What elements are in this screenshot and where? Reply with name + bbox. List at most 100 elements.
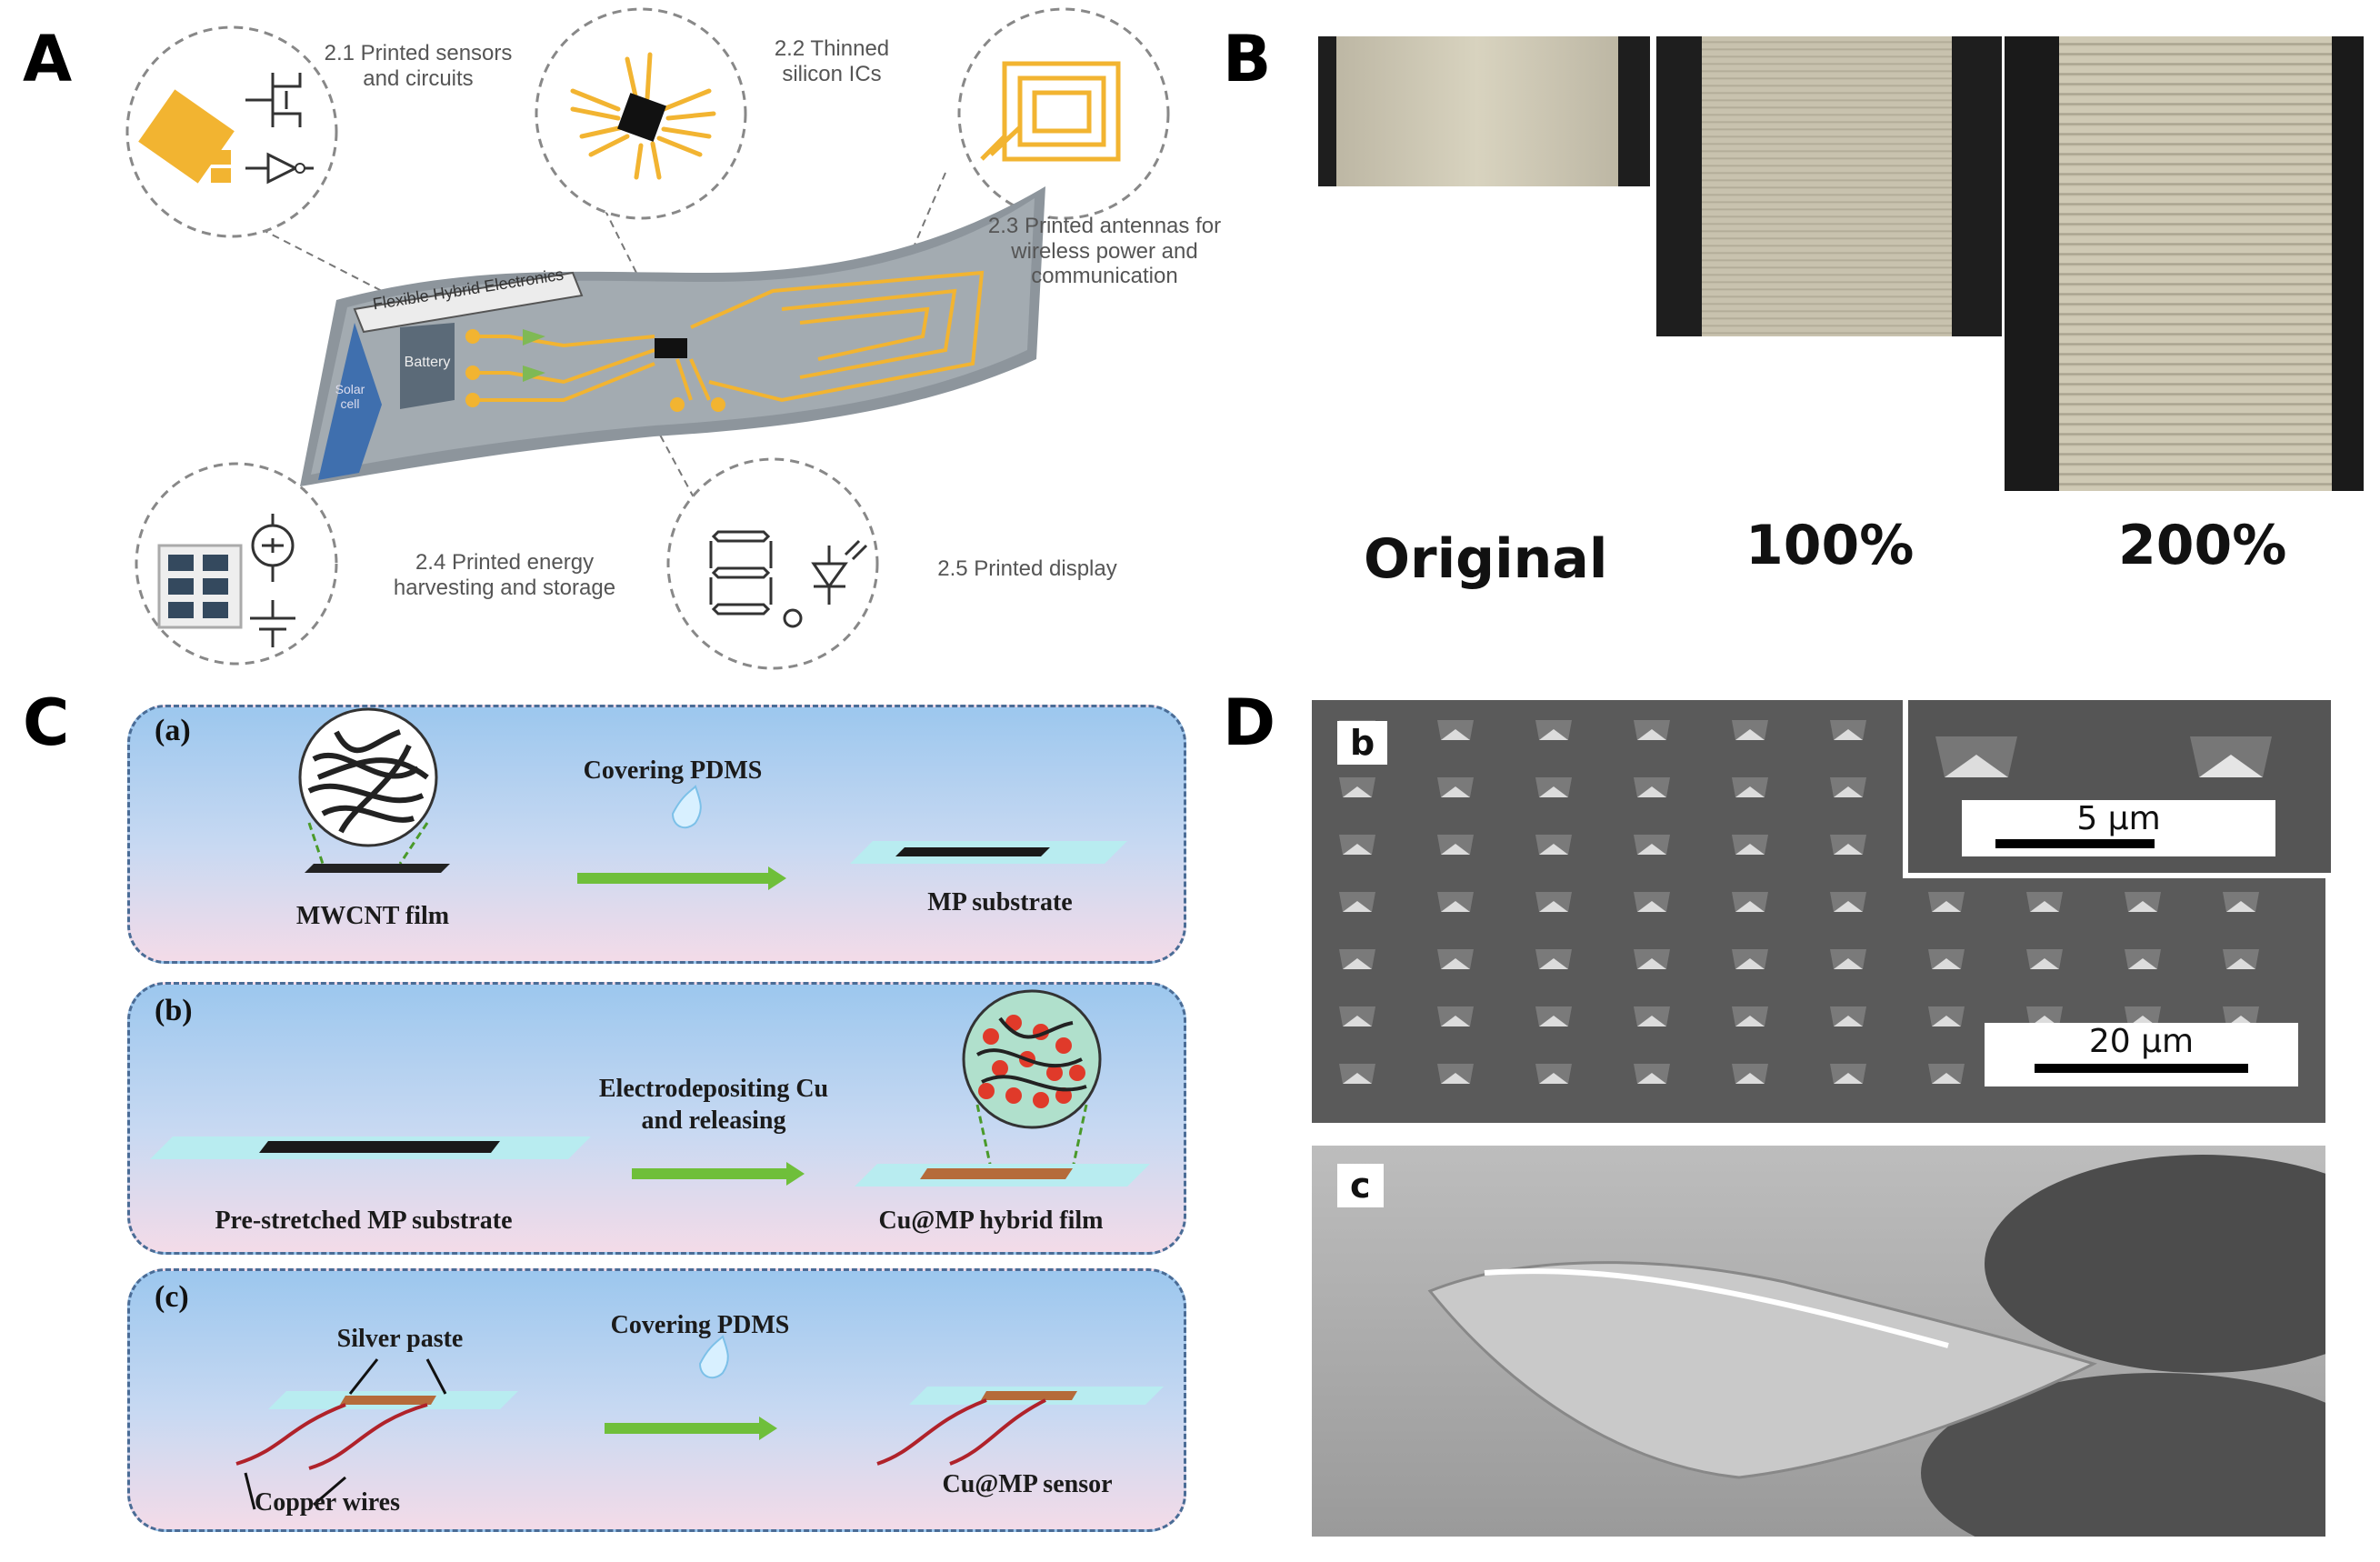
micropyramid-face — [1343, 1016, 1372, 1026]
micropyramid-face — [1637, 1016, 1666, 1026]
photo-flexible-film — [1312, 1146, 2325, 1537]
film-in-fingers — [1427, 1155, 2325, 1537]
step-c-action: Covering PDMS — [610, 1311, 790, 1339]
micropyramid-face — [1637, 844, 1666, 855]
micropyramid-face — [1441, 1073, 1470, 1084]
micropyramid-face — [1539, 901, 1568, 912]
caption-2-2: 2.2 Thinned silicon ICs — [774, 36, 890, 86]
micropyramid-face — [2030, 958, 2059, 969]
micropyramid-face — [1834, 958, 1863, 969]
caption-2-3: 2.3 Printed antennas for wireless power … — [987, 214, 1222, 289]
micropyramid-face — [1735, 844, 1765, 855]
micropyramid-face — [1441, 958, 1470, 969]
step-b-tag: (b) — [155, 994, 193, 1027]
micropyramid-face — [1637, 729, 1666, 740]
fhe-schematic — [125, 7, 1170, 670]
micropyramid-face — [1735, 786, 1765, 797]
inset-pyramids — [1935, 736, 2272, 777]
micropyramid-face — [2030, 901, 2059, 912]
micropyramid-face — [1343, 958, 1372, 969]
main-scalebar — [2035, 1064, 2248, 1073]
seven-segment-icon — [709, 530, 868, 628]
micropyramid-face — [1834, 901, 1863, 912]
panel-label-b: B — [1223, 22, 1272, 96]
micropyramid-face — [1735, 729, 1765, 740]
micropyramid-face — [1834, 1073, 1863, 1084]
panel-b: Original 100% 200% — [1318, 36, 2364, 664]
micropyramid-face — [1343, 901, 1372, 912]
solar-battery-icon — [157, 514, 295, 647]
caption-2-4: 2.4 Printed energy harvesting and storag… — [393, 550, 616, 600]
label-original: Original — [1364, 527, 1608, 591]
micropyramid-face — [1539, 844, 1568, 855]
micropyramid-face — [1539, 1016, 1568, 1026]
micropyramid-face — [1441, 729, 1470, 740]
main-scale-label: 20 μm — [2088, 1023, 2195, 1060]
micropyramid-face — [1441, 1016, 1470, 1026]
micropyramid-face — [1834, 1016, 1863, 1026]
micropyramid-face — [2128, 958, 2157, 969]
step-a-right: MP substrate — [927, 888, 1073, 916]
panel-d: 5 μm 20 μm b c — [1312, 700, 2371, 1537]
step-a-action: Covering PDMS — [583, 756, 763, 785]
main-scalebar-box: 20 μm — [1985, 1023, 2298, 1086]
flexible-board — [300, 186, 1045, 486]
step-c-tag: (c) — [155, 1280, 189, 1314]
micropyramid-face — [1735, 958, 1765, 969]
micropyramid-face — [1539, 958, 1568, 969]
micropyramid-face — [1539, 786, 1568, 797]
panel-label-c: C — [23, 686, 70, 760]
step-a-diagram — [298, 707, 1127, 890]
panel-c: (a) Covering PDMS MWCNT film MP substrat… — [127, 705, 1191, 1541]
photo-100 — [1656, 36, 2002, 336]
micropyramid-face — [1735, 901, 1765, 912]
inset-scalebar — [1995, 839, 2155, 848]
sem-label-b: b — [1337, 721, 1388, 765]
micropyramid-face — [1441, 844, 1470, 855]
micropyramid-face — [1834, 729, 1863, 740]
micropyramid-face — [1637, 901, 1666, 912]
caption-2-5: 2.5 Printed display — [937, 556, 1117, 581]
micropyramid-face — [1735, 1073, 1765, 1084]
chip-icon — [570, 52, 716, 180]
photo-label-c: c — [1337, 1164, 1384, 1207]
micropyramid-face — [1539, 1073, 1568, 1084]
silver-paste-label: Silver paste — [336, 1325, 464, 1353]
sensor-icon — [138, 73, 314, 185]
micropyramid-face — [1441, 901, 1470, 912]
micropyramid-face — [2226, 901, 2255, 912]
micropyramid-face — [1343, 786, 1372, 797]
antenna-icon — [980, 61, 1121, 162]
micropyramid-face — [1343, 844, 1372, 855]
panel-label-a: A — [23, 22, 73, 96]
step-a-left: MWCNT film — [295, 902, 450, 930]
step-b-action: Electrodepositing Cu and releasing — [598, 1075, 829, 1135]
micropyramid-face — [1539, 729, 1568, 740]
micropyramid-face — [2128, 901, 2157, 912]
solar-label: Solar cell — [335, 382, 365, 412]
step-a-tag: (a) — [155, 714, 191, 747]
step-b-right: Cu@MP hybrid film — [878, 1207, 1104, 1235]
micropyramid-face — [2226, 958, 2255, 969]
micropyramid-face — [1932, 1073, 1961, 1084]
micropyramid-face — [1637, 1073, 1666, 1084]
micropyramid-face — [1637, 958, 1666, 969]
micropyramid-face — [1932, 901, 1961, 912]
micropyramid-face — [1932, 1016, 1961, 1026]
battery-label: Battery — [404, 355, 451, 370]
step-b-left: Pre-stretched MP substrate — [215, 1207, 513, 1235]
label-200: 200% — [2118, 514, 2287, 577]
panel-a: 2.1 Printed sensors and circuits 2.2 Thi… — [0, 0, 1273, 673]
inset-scale-label: 5 μm — [2076, 800, 2161, 837]
step-a-box — [127, 705, 1186, 964]
micropyramid-face — [1834, 844, 1863, 855]
caption-2-1: 2.1 Printed sensors and circuits — [324, 41, 513, 91]
micropyramid-face — [1637, 786, 1666, 797]
photo-original — [1318, 36, 1650, 186]
micropyramid-face — [1343, 1073, 1372, 1084]
micropyramid-face — [1735, 1016, 1765, 1026]
label-100: 100% — [1745, 514, 1915, 577]
micropyramid-face — [1441, 786, 1470, 797]
micropyramid-face — [1932, 958, 1961, 969]
photo-200 — [2005, 36, 2364, 491]
